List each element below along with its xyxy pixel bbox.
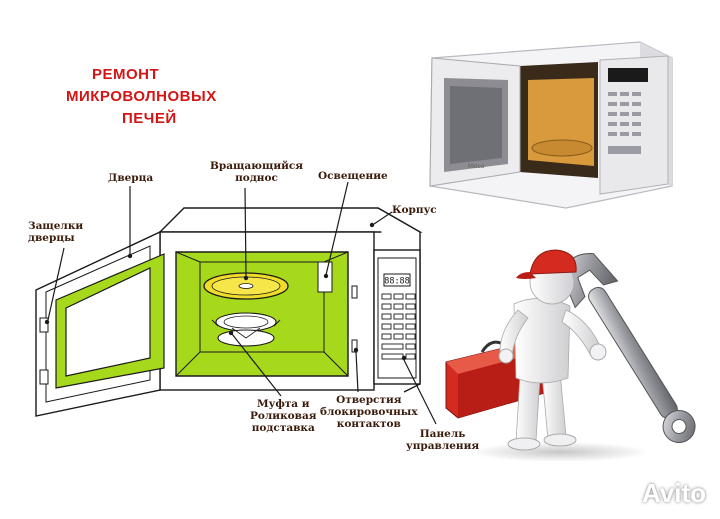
label-housing-text: Корпус xyxy=(392,204,437,216)
microwave-diagram xyxy=(35,207,423,417)
title-line-1: РЕМОНТ xyxy=(92,66,160,83)
label-holes-line-3: контактов xyxy=(336,418,401,430)
microwave-photo: Midea xyxy=(429,41,673,209)
label-latches-line-1: Защелки xyxy=(28,220,84,232)
title-line-2: МИКРОВОЛНОВЫХ xyxy=(66,88,217,105)
label-turntable: Вращающийся поднос xyxy=(210,160,303,184)
label-turntable-line-1: Вращающийся xyxy=(210,160,304,172)
keypad xyxy=(381,293,416,360)
label-interlock-holes: Отверстия блокировочных контактов xyxy=(320,394,418,430)
label-coupling-line-3: подставка xyxy=(251,422,315,434)
label-lighting: Освещение xyxy=(318,170,388,182)
label-coupling-line-1: Муфта и xyxy=(256,398,310,410)
label-housing: Корпус xyxy=(392,204,437,216)
display-readout: 88:88 xyxy=(384,277,410,287)
label-lighting-text: Освещение xyxy=(318,170,388,182)
leader-lines xyxy=(44,181,437,425)
photo-brand: Midea xyxy=(468,164,485,170)
label-control-panel: Панель управления xyxy=(406,428,479,452)
label-latches: Защелки дверцы xyxy=(28,220,83,244)
display-window xyxy=(383,273,411,287)
label-holes-line-1: Отверстия xyxy=(336,394,402,406)
label-holes-line-2: блокировочных xyxy=(320,406,418,418)
label-panel-line-2: управления xyxy=(406,440,480,452)
label-door: Дверца xyxy=(108,172,153,184)
title-line-3: ПЕЧЕЙ xyxy=(122,110,177,127)
label-turntable-line-2: поднос xyxy=(235,172,278,184)
label-panel-line-1: Панель xyxy=(419,428,466,440)
label-latches-line-2: дверцы xyxy=(28,232,75,244)
label-door-text: Дверца xyxy=(108,172,154,184)
avito-watermark: Avito xyxy=(641,478,706,508)
label-coupling: Муфта и Роликовая подставка xyxy=(250,398,317,434)
repairman-illustration xyxy=(445,249,696,462)
label-coupling-line-2: Роликовая xyxy=(250,410,317,422)
